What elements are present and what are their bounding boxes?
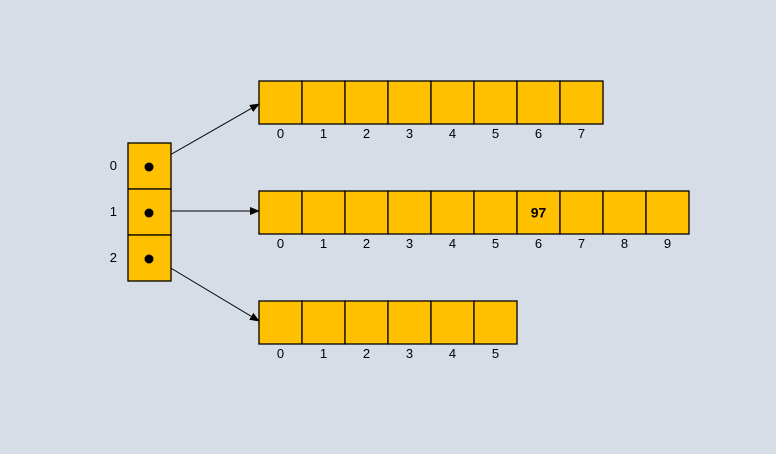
array-cell: [387, 80, 432, 125]
array-index-label: 6: [535, 126, 542, 141]
array-index-label: 5: [492, 236, 499, 251]
pointer-row-label: 1: [110, 204, 117, 219]
array-index-label: 5: [492, 126, 499, 141]
array-cell: [301, 80, 346, 125]
array-index-label: 3: [406, 346, 413, 361]
array-cell: [473, 300, 518, 345]
array-index-label: 1: [320, 346, 327, 361]
array-cell: [387, 190, 432, 235]
array-index-label: 7: [578, 126, 585, 141]
pointer-dot: [144, 162, 154, 172]
array-index-label: 4: [449, 346, 456, 361]
array-index-label: 3: [406, 126, 413, 141]
array-cell: [344, 300, 389, 345]
array-index-label: 7: [578, 236, 585, 251]
pointer-array: 0 1 2: [110, 142, 172, 282]
array-index-label: 8: [621, 236, 628, 251]
pointer-dot: [144, 208, 154, 218]
array-cell: [473, 80, 518, 125]
array-index-label: 6: [535, 236, 542, 251]
cell-value: 97: [531, 205, 547, 221]
array-index-label: 1: [320, 126, 327, 141]
array-index-label: 5: [492, 346, 499, 361]
pointer-row-label: 2: [110, 250, 117, 265]
element-array: 0 1 2 3 4 5 97 6 7 8 9: [258, 190, 690, 251]
element-arrays: 0 1 2 3 4 5 6 7 0 1 2 3 4 5 97 6 7 8 9 0 1 2 3 4 5: [258, 80, 690, 361]
array-cell: [430, 80, 475, 125]
array-index-label: 2: [363, 346, 370, 361]
array-index-label: 4: [449, 126, 456, 141]
array-cell: [559, 190, 604, 235]
array-cell: [258, 80, 303, 125]
array-cell: [387, 300, 432, 345]
array-cell: [559, 80, 604, 125]
element-array: 0 1 2 3 4 5: [258, 300, 518, 361]
array-cell: [344, 80, 389, 125]
array-cell: [430, 300, 475, 345]
array-index-label: 1: [320, 236, 327, 251]
array-index-label: 3: [406, 236, 413, 251]
array-index-label: 4: [449, 236, 456, 251]
array-cell: [473, 190, 518, 235]
array-index-label: 9: [664, 236, 671, 251]
array-cell: [258, 190, 303, 235]
array-index-label: 0: [277, 346, 284, 361]
array-index-label: 2: [363, 236, 370, 251]
array-index-label: 0: [277, 236, 284, 251]
array-cell: [344, 190, 389, 235]
element-array: 0 1 2 3 4 5 6 7: [258, 80, 604, 141]
array-cell: [301, 300, 346, 345]
array-cell: [602, 190, 647, 235]
array-cell: [430, 190, 475, 235]
array-cell: [516, 80, 561, 125]
array-cell: [516, 190, 561, 235]
array-cell: [258, 300, 303, 345]
pointer-row-label: 0: [110, 158, 117, 173]
array-cell: [301, 190, 346, 235]
array-index-label: 0: [277, 126, 284, 141]
pointer-dot: [144, 254, 154, 264]
array-cell: [645, 190, 690, 235]
array-index-label: 2: [363, 126, 370, 141]
